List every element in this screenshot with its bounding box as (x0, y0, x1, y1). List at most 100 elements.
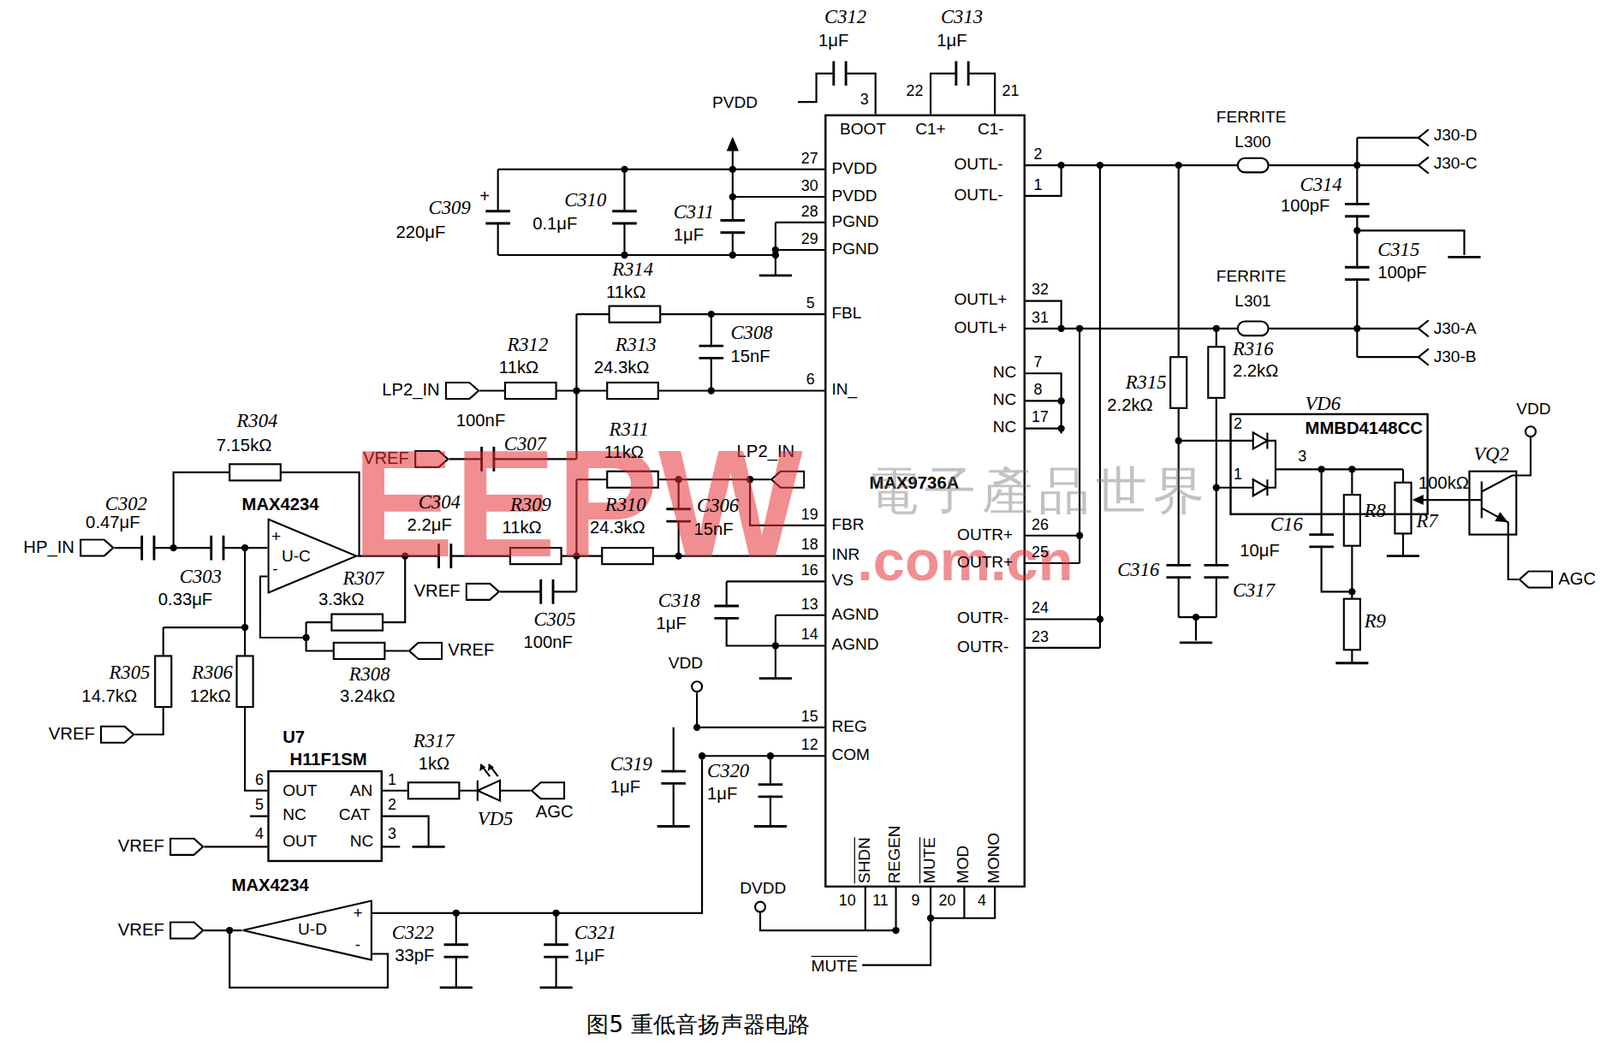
pin-name: AGND (831, 636, 879, 654)
part-value: 2.2kΩ (1106, 395, 1153, 416)
label-slot: - (355, 935, 361, 955)
part-ref: C317 (1232, 579, 1275, 601)
pin-name: NC (282, 806, 307, 824)
symbol-group (477, 158, 1536, 913)
label-slot: C302 (105, 493, 148, 516)
label-slot: R311 (609, 418, 649, 441)
label-slot: NC (993, 362, 1018, 382)
ground-symbol (754, 826, 787, 827)
pin-name: REG (831, 717, 867, 735)
label-slot: FERRITE (1216, 107, 1287, 127)
part-value: 12kΩ (190, 686, 232, 707)
capacitor-symbol (444, 945, 470, 958)
label-slot: C317 (1232, 579, 1275, 602)
part-value: + (479, 186, 490, 207)
label-slot: 23 (1031, 627, 1049, 647)
pin-name: - (272, 559, 278, 577)
port-outline (80, 540, 114, 557)
pin-name: FERRITE (1216, 267, 1287, 285)
pin-number: 26 (1031, 515, 1049, 533)
wire-path (1418, 129, 1429, 365)
junction-dot (1096, 615, 1104, 623)
port-shape (530, 781, 566, 800)
capacitor-symbol (543, 945, 569, 958)
pin-name: SHDN (855, 837, 873, 884)
pin-name: PGND (831, 239, 879, 257)
label-slot: R313 (615, 333, 657, 357)
label-slot: DVDD (739, 879, 786, 899)
port-label-slot: LP2_IN (381, 380, 441, 402)
label-slot: 3.24kΩ (339, 686, 396, 708)
pin-name: NC (350, 832, 375, 851)
pin-name: INR (831, 546, 860, 564)
label-slot: 8 (1033, 380, 1042, 400)
pin-name: FERRITE (1216, 107, 1287, 125)
label-slot: 21 (1002, 81, 1020, 101)
pin-name: VS (831, 571, 853, 589)
capacitor-symbol (142, 535, 155, 561)
junction-dot (1353, 161, 1361, 169)
label-slot: 27 (801, 148, 819, 168)
pin-name: NC (993, 362, 1018, 381)
ground-symbol (1335, 662, 1369, 664)
pin-name: NC (993, 418, 1018, 436)
part-ref: R306 (191, 660, 233, 683)
label-slot: 1μF (673, 225, 704, 246)
label-slot: R307 (342, 567, 384, 590)
label-slot: C313 (940, 5, 983, 29)
label-slot: 30 (801, 176, 819, 196)
part-value: 11kΩ (606, 282, 646, 303)
part-ref: C309 (428, 196, 471, 219)
port-label-slot: VREF (447, 641, 494, 662)
pin-name: OUTL- (953, 185, 1003, 203)
label-slot: 26 (1031, 515, 1049, 535)
capacitor-symbol (1344, 267, 1370, 280)
symbol-body (1469, 471, 1517, 536)
port-label-slot: HP_IN (23, 537, 75, 559)
part-ref: VQ2 (1473, 442, 1510, 464)
label-slot: OUTL+ (953, 318, 1007, 338)
port-outline (170, 838, 203, 856)
label-slot: C309 (428, 196, 471, 220)
part-value: 15nF (694, 519, 734, 540)
label-slot: REGEN (886, 825, 905, 884)
part-value: 0.47μF (85, 513, 141, 534)
part-label-slot: U-C (281, 547, 311, 566)
part-ref: R305 (109, 660, 151, 683)
label-slot: R312 (506, 333, 548, 357)
pin-number: 13 (801, 594, 819, 613)
part-label-slot: H11F1SM (290, 749, 368, 771)
part-value: 11kΩ (499, 357, 539, 378)
ground-symbol (1179, 642, 1213, 643)
port-outline (101, 726, 134, 744)
symbol-shape (726, 136, 739, 152)
part-heading: MAX4234 (231, 875, 310, 896)
symbol-shape (477, 780, 500, 802)
capacitor-symbol (833, 61, 846, 87)
pin-name: OUTR- (957, 637, 1009, 655)
part-ref: C314 (1300, 173, 1343, 196)
symbol-shape (479, 764, 486, 772)
junction-dot (707, 386, 715, 394)
junction-dot (729, 251, 737, 259)
pin-number: 6 (806, 370, 815, 388)
label-slot: 6 (806, 370, 815, 390)
label-slot: 1μF (818, 30, 849, 52)
junction-dot (772, 642, 780, 649)
part-value: 1kΩ (418, 754, 451, 774)
junction-dot (1353, 226, 1361, 234)
port-shape (169, 838, 205, 857)
label-slot: R315 (1125, 371, 1167, 394)
label-slot: VD5 (477, 808, 514, 831)
port-outline (409, 642, 442, 660)
part-ref: C305 (533, 607, 576, 630)
part-ref: R7 (1415, 510, 1438, 532)
port-label: HP_IN (23, 537, 75, 558)
part-value: 100nF (456, 410, 506, 431)
label-slot: C1+ (915, 120, 946, 140)
opamp-triangle: MAX4234U-D (241, 899, 373, 962)
pin-name: + (352, 904, 363, 922)
label-slot: 18 (801, 535, 819, 555)
label-slot: R316 (1232, 338, 1274, 361)
label-slot: R8 (1364, 499, 1386, 523)
